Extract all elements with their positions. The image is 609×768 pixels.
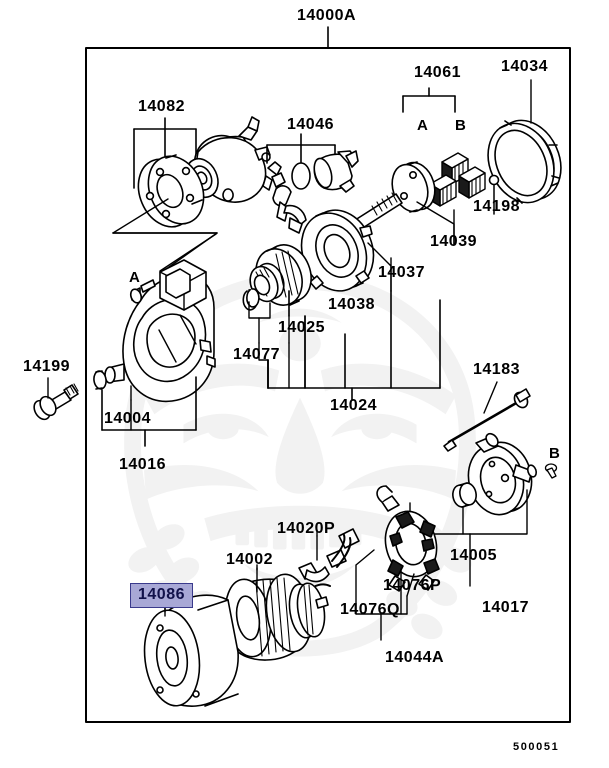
part-label-14005: 14005	[450, 547, 497, 564]
part-label-14017: 14017	[482, 599, 529, 616]
part-label-14046: 14046	[287, 116, 334, 133]
part-label-14024: 14024	[330, 397, 377, 414]
drawing-reference-code: 500051	[513, 741, 560, 753]
part-label-14077: 14077	[233, 346, 280, 363]
part-label-14044A: 14044A	[385, 649, 445, 666]
part-label-14004: 14004	[104, 410, 151, 427]
marker-a-mid: A	[129, 269, 141, 286]
part-label-14037: 14037	[378, 264, 425, 281]
part-label-14016: 14016	[119, 456, 166, 473]
part-label-14198: 14198	[473, 198, 520, 215]
part-label-14002: 14002	[226, 551, 273, 568]
diagram-title: 14000A	[297, 7, 357, 24]
part-label-14076P: 14076P	[383, 577, 442, 594]
part-label-14039: 14039	[430, 233, 477, 250]
part-label-14061: 14061	[414, 64, 461, 81]
part-label-14183: 14183	[473, 361, 520, 378]
part-label-14199: 14199	[23, 358, 70, 375]
part-label-14034: 14034	[501, 58, 548, 75]
marker-a-top: A	[417, 117, 429, 134]
highlighted-part-label-14086[interactable]: 14086	[130, 583, 193, 609]
marker-b-top: B	[455, 117, 467, 134]
part-label-14025: 14025	[278, 319, 325, 336]
part-label-14082: 14082	[138, 98, 185, 115]
part-label-14076Q: 14076Q	[340, 601, 400, 618]
part-label-14038: 14038	[328, 296, 375, 313]
marker-b-low: B	[549, 445, 561, 462]
part-label-14020P: 14020P	[277, 520, 336, 537]
